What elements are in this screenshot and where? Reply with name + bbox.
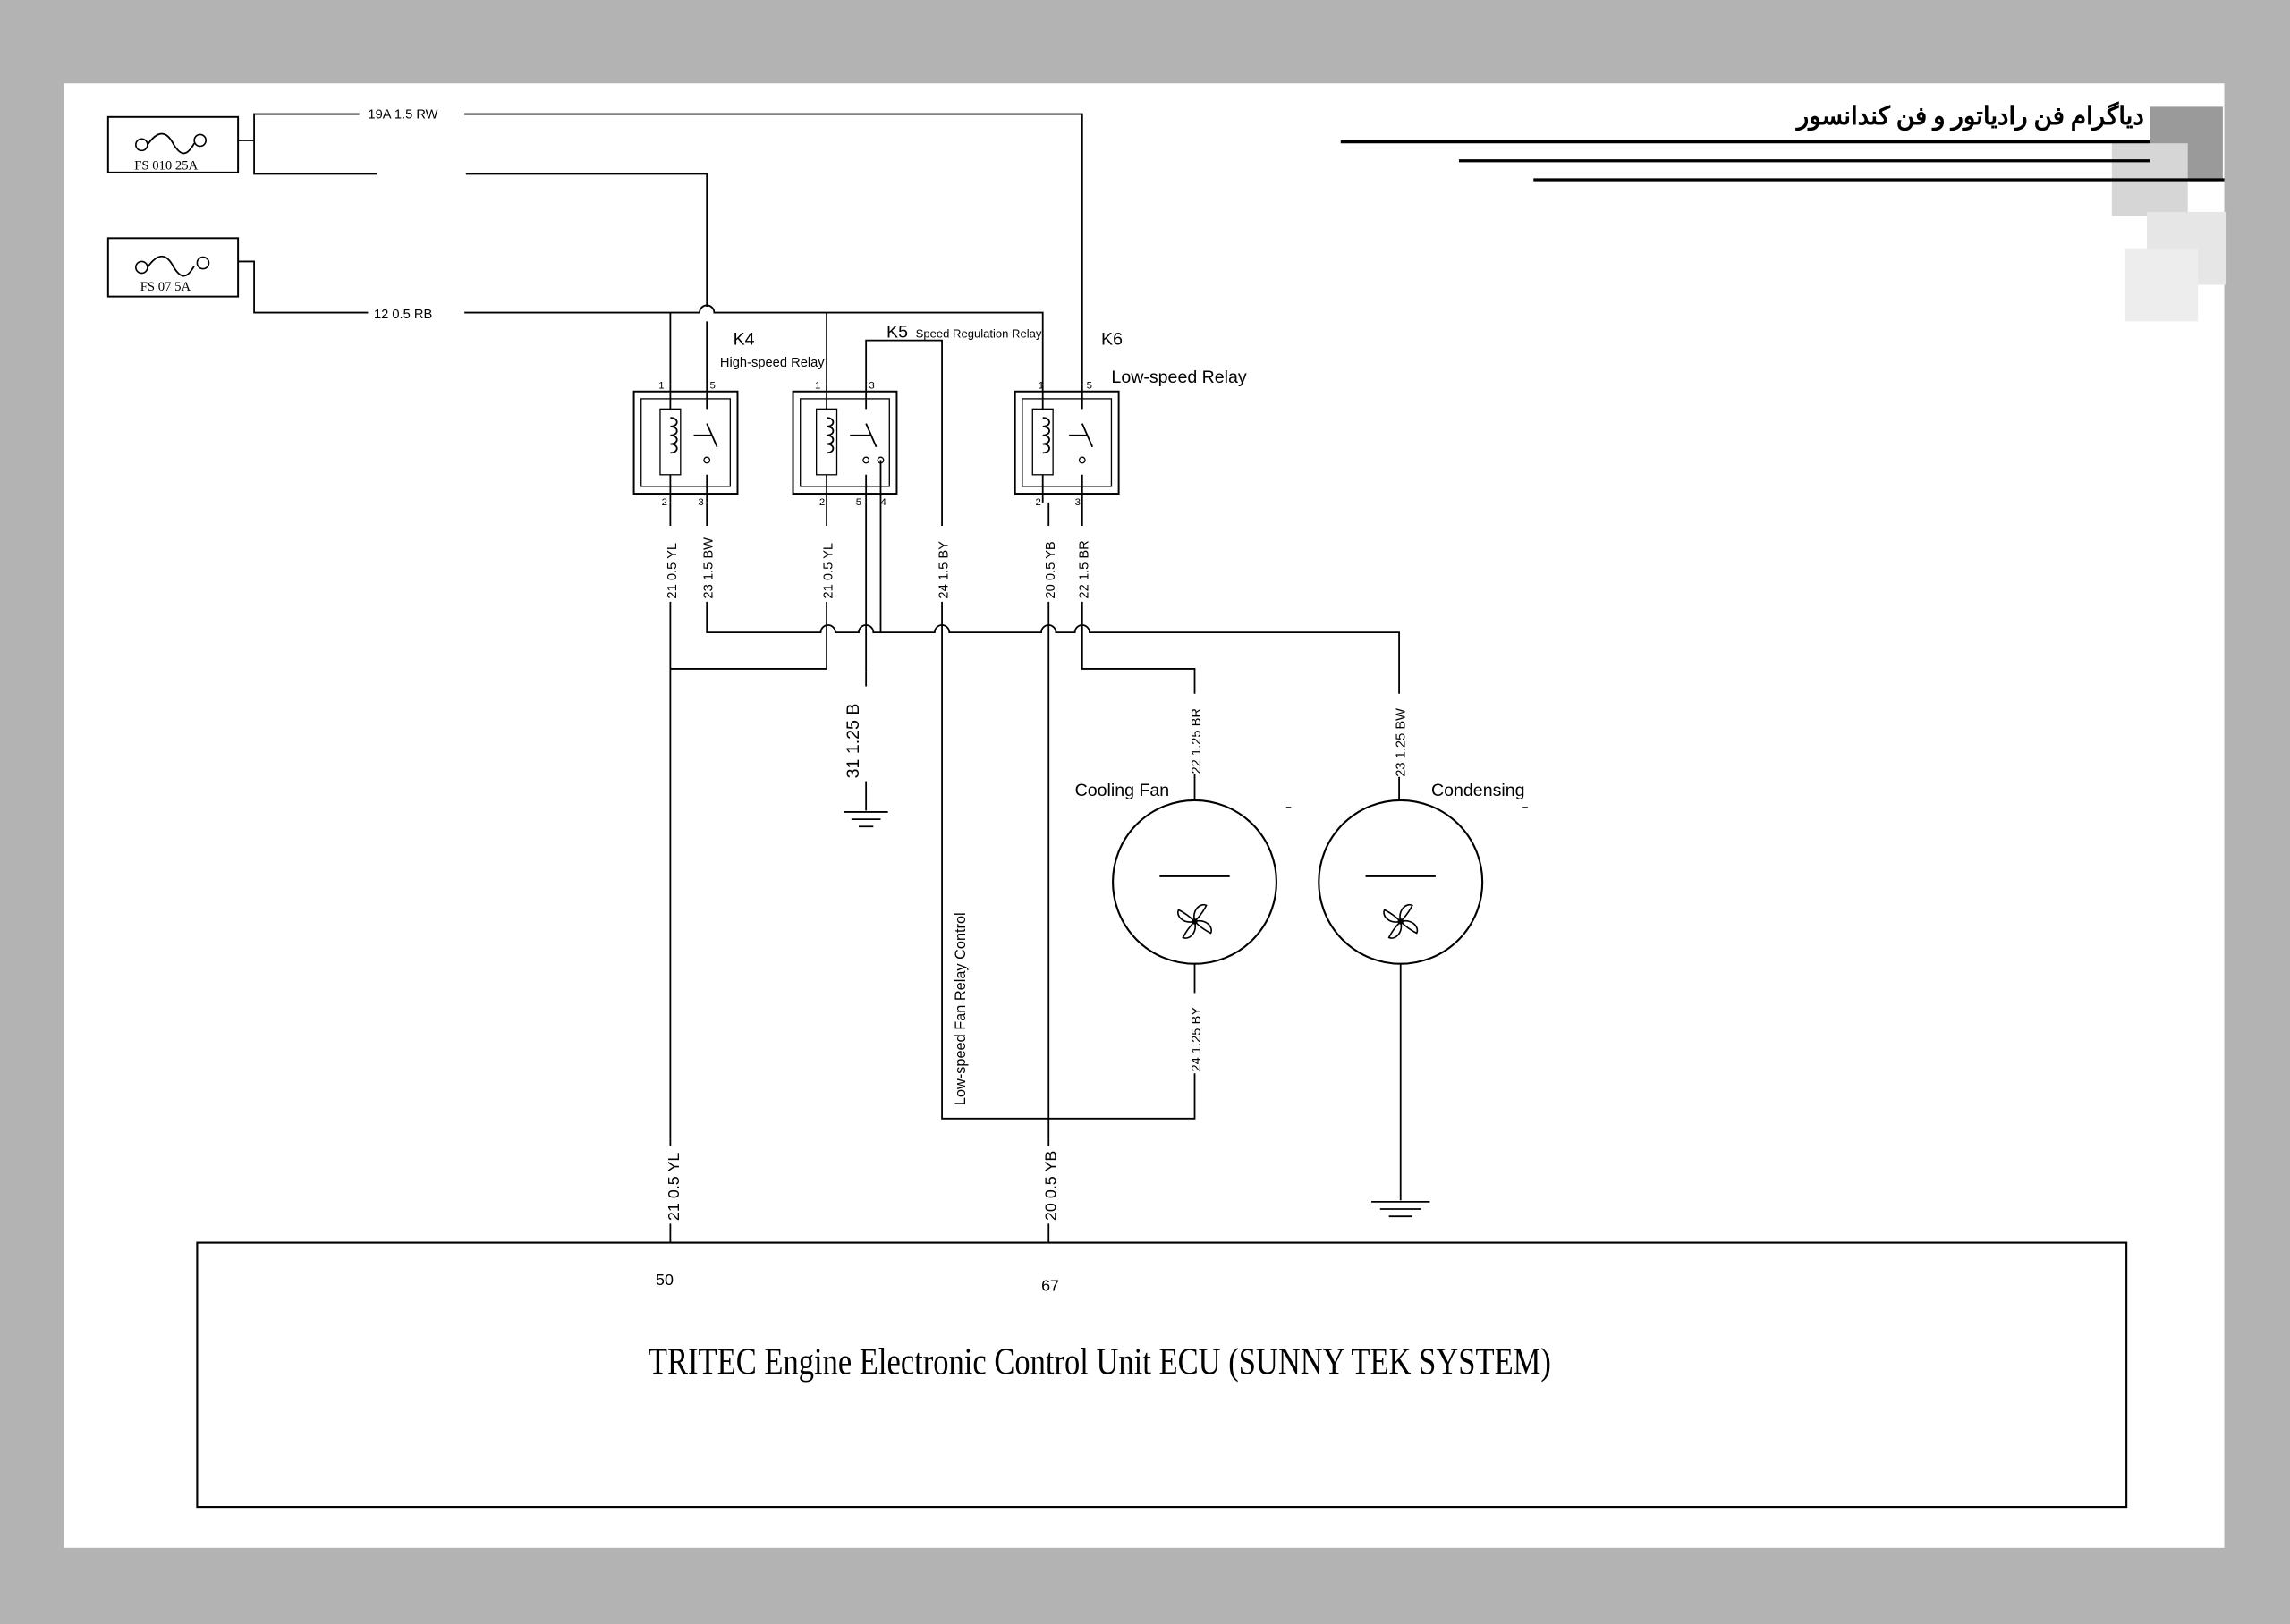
wire-label-k6-3: 22 1.5 BR (1077, 540, 1091, 598)
condensing-sign: - (1522, 795, 1529, 818)
k6-pin-3: 3 (1075, 497, 1081, 508)
k5-pin-4: 4 (880, 497, 886, 508)
relay-switch-icon (693, 423, 718, 448)
coil-icon (1031, 408, 1054, 476)
ecu-box (196, 1241, 2128, 1509)
wire-rw-top (238, 113, 1083, 385)
label-bg (368, 303, 465, 322)
page-title: دیاگرام فن رادیاتور و فن کندانسور (1795, 101, 2144, 131)
wire-label-fan-by: 24 1.25 BY (1190, 1007, 1204, 1072)
wire-label-ground: 31 1.25 B (844, 704, 863, 779)
wire-label-k5-2: 21 0.5 YL (822, 543, 836, 599)
label-bg (359, 105, 465, 123)
wire-label-ecu-yb: 20 0.5 YB (1041, 1151, 1059, 1221)
cooling-fan-label: Cooling Fan (1075, 781, 1170, 800)
fan-icon (1383, 903, 1419, 939)
k4-pin-5: 5 (709, 380, 715, 391)
k4-pin-1: 1 (658, 380, 664, 391)
wire-label-k4-3: 23 1.5 BW (702, 537, 717, 599)
k5-name: Speed Regulation Relay (916, 326, 1042, 340)
k6-id: K6 (1101, 329, 1123, 349)
wire-label-k5-4: 24 1.5 BY (937, 541, 952, 599)
relay-k5: 1 3 2 5 4 (792, 380, 898, 508)
k4-id: K4 (734, 329, 755, 349)
k5-pin-1: 1 (815, 380, 820, 391)
ground-icon (1371, 1200, 1430, 1218)
ground-icon (844, 811, 888, 828)
wire-label-rw: 19A 1.5 RW (368, 107, 437, 122)
relay-k4: 1 5 2 3 (632, 380, 739, 508)
k6-name: Low-speed Relay (1111, 368, 1246, 387)
wire-label-cond-bw: 23 1.25 BW (1395, 708, 1409, 777)
k5-id: K5 (886, 322, 908, 342)
ecu-pin-50: 50 (656, 1271, 674, 1289)
k4-pin-3: 3 (698, 497, 703, 508)
relay-switch-icon (850, 423, 878, 448)
wire-label-ecu-yl: 21 0.5 YL (665, 1153, 683, 1221)
k4-name: High-speed Relay (720, 356, 825, 370)
k6-pin-1: 1 (1039, 380, 1044, 391)
fuse-icon (135, 255, 210, 277)
cooling-fan-sign: - (1285, 795, 1293, 818)
k6-pin-5: 5 (1087, 380, 1092, 391)
fuse-fs07: FS 07 5A (106, 237, 240, 298)
cooling-fan (1112, 799, 1277, 965)
wire-k5-3 (865, 339, 943, 495)
ecu-pin-67: 67 (1041, 1276, 1059, 1294)
corner-decoration (2111, 106, 2226, 322)
k5-pin-5: 5 (856, 497, 861, 508)
coil-icon (816, 408, 838, 476)
k5-pin-2: 2 (819, 497, 825, 508)
wire-k5-2 (670, 502, 827, 670)
k5-pin-3: 3 (869, 380, 874, 391)
fan-icon (1177, 903, 1212, 939)
fuse-1-label: FS 010 25A (134, 159, 198, 173)
wire-fuse1-lower (253, 140, 377, 175)
wire-rb-bus (238, 260, 1044, 385)
wire-label-rb: 12 0.5 RB (374, 308, 433, 322)
wire-label-fan-br: 22 1.25 BR (1190, 708, 1204, 774)
relay-switch-icon (1069, 423, 1094, 448)
relay-k6: 1 5 2 3 (1014, 380, 1120, 508)
wire-label-low-ctrl: Low-speed Fan Relay Control (953, 912, 969, 1105)
k4-pin-2: 2 (662, 497, 667, 508)
fuse-2-label: FS 07 5A (140, 280, 191, 294)
wire-k5-pin4-down (941, 494, 1196, 1120)
ecu-label: TRITEC Engine Electronic Control Unit EC… (649, 1341, 1551, 1383)
condensing-fan (1318, 799, 1484, 965)
wire-to-k4-5 (465, 173, 708, 385)
coil-icon (659, 408, 682, 476)
k6-pin-2: 2 (1036, 497, 1041, 508)
fuse-fs010: FS 010 25A (106, 115, 240, 173)
wire-label-k6-2: 20 0.5 YB (1044, 541, 1058, 598)
fuse-icon (135, 132, 208, 155)
wire-k6-3 (1081, 502, 1196, 687)
wire-label-k4-2: 21 0.5 YL (666, 543, 680, 599)
condensing-label: Condensing (1431, 781, 1525, 800)
